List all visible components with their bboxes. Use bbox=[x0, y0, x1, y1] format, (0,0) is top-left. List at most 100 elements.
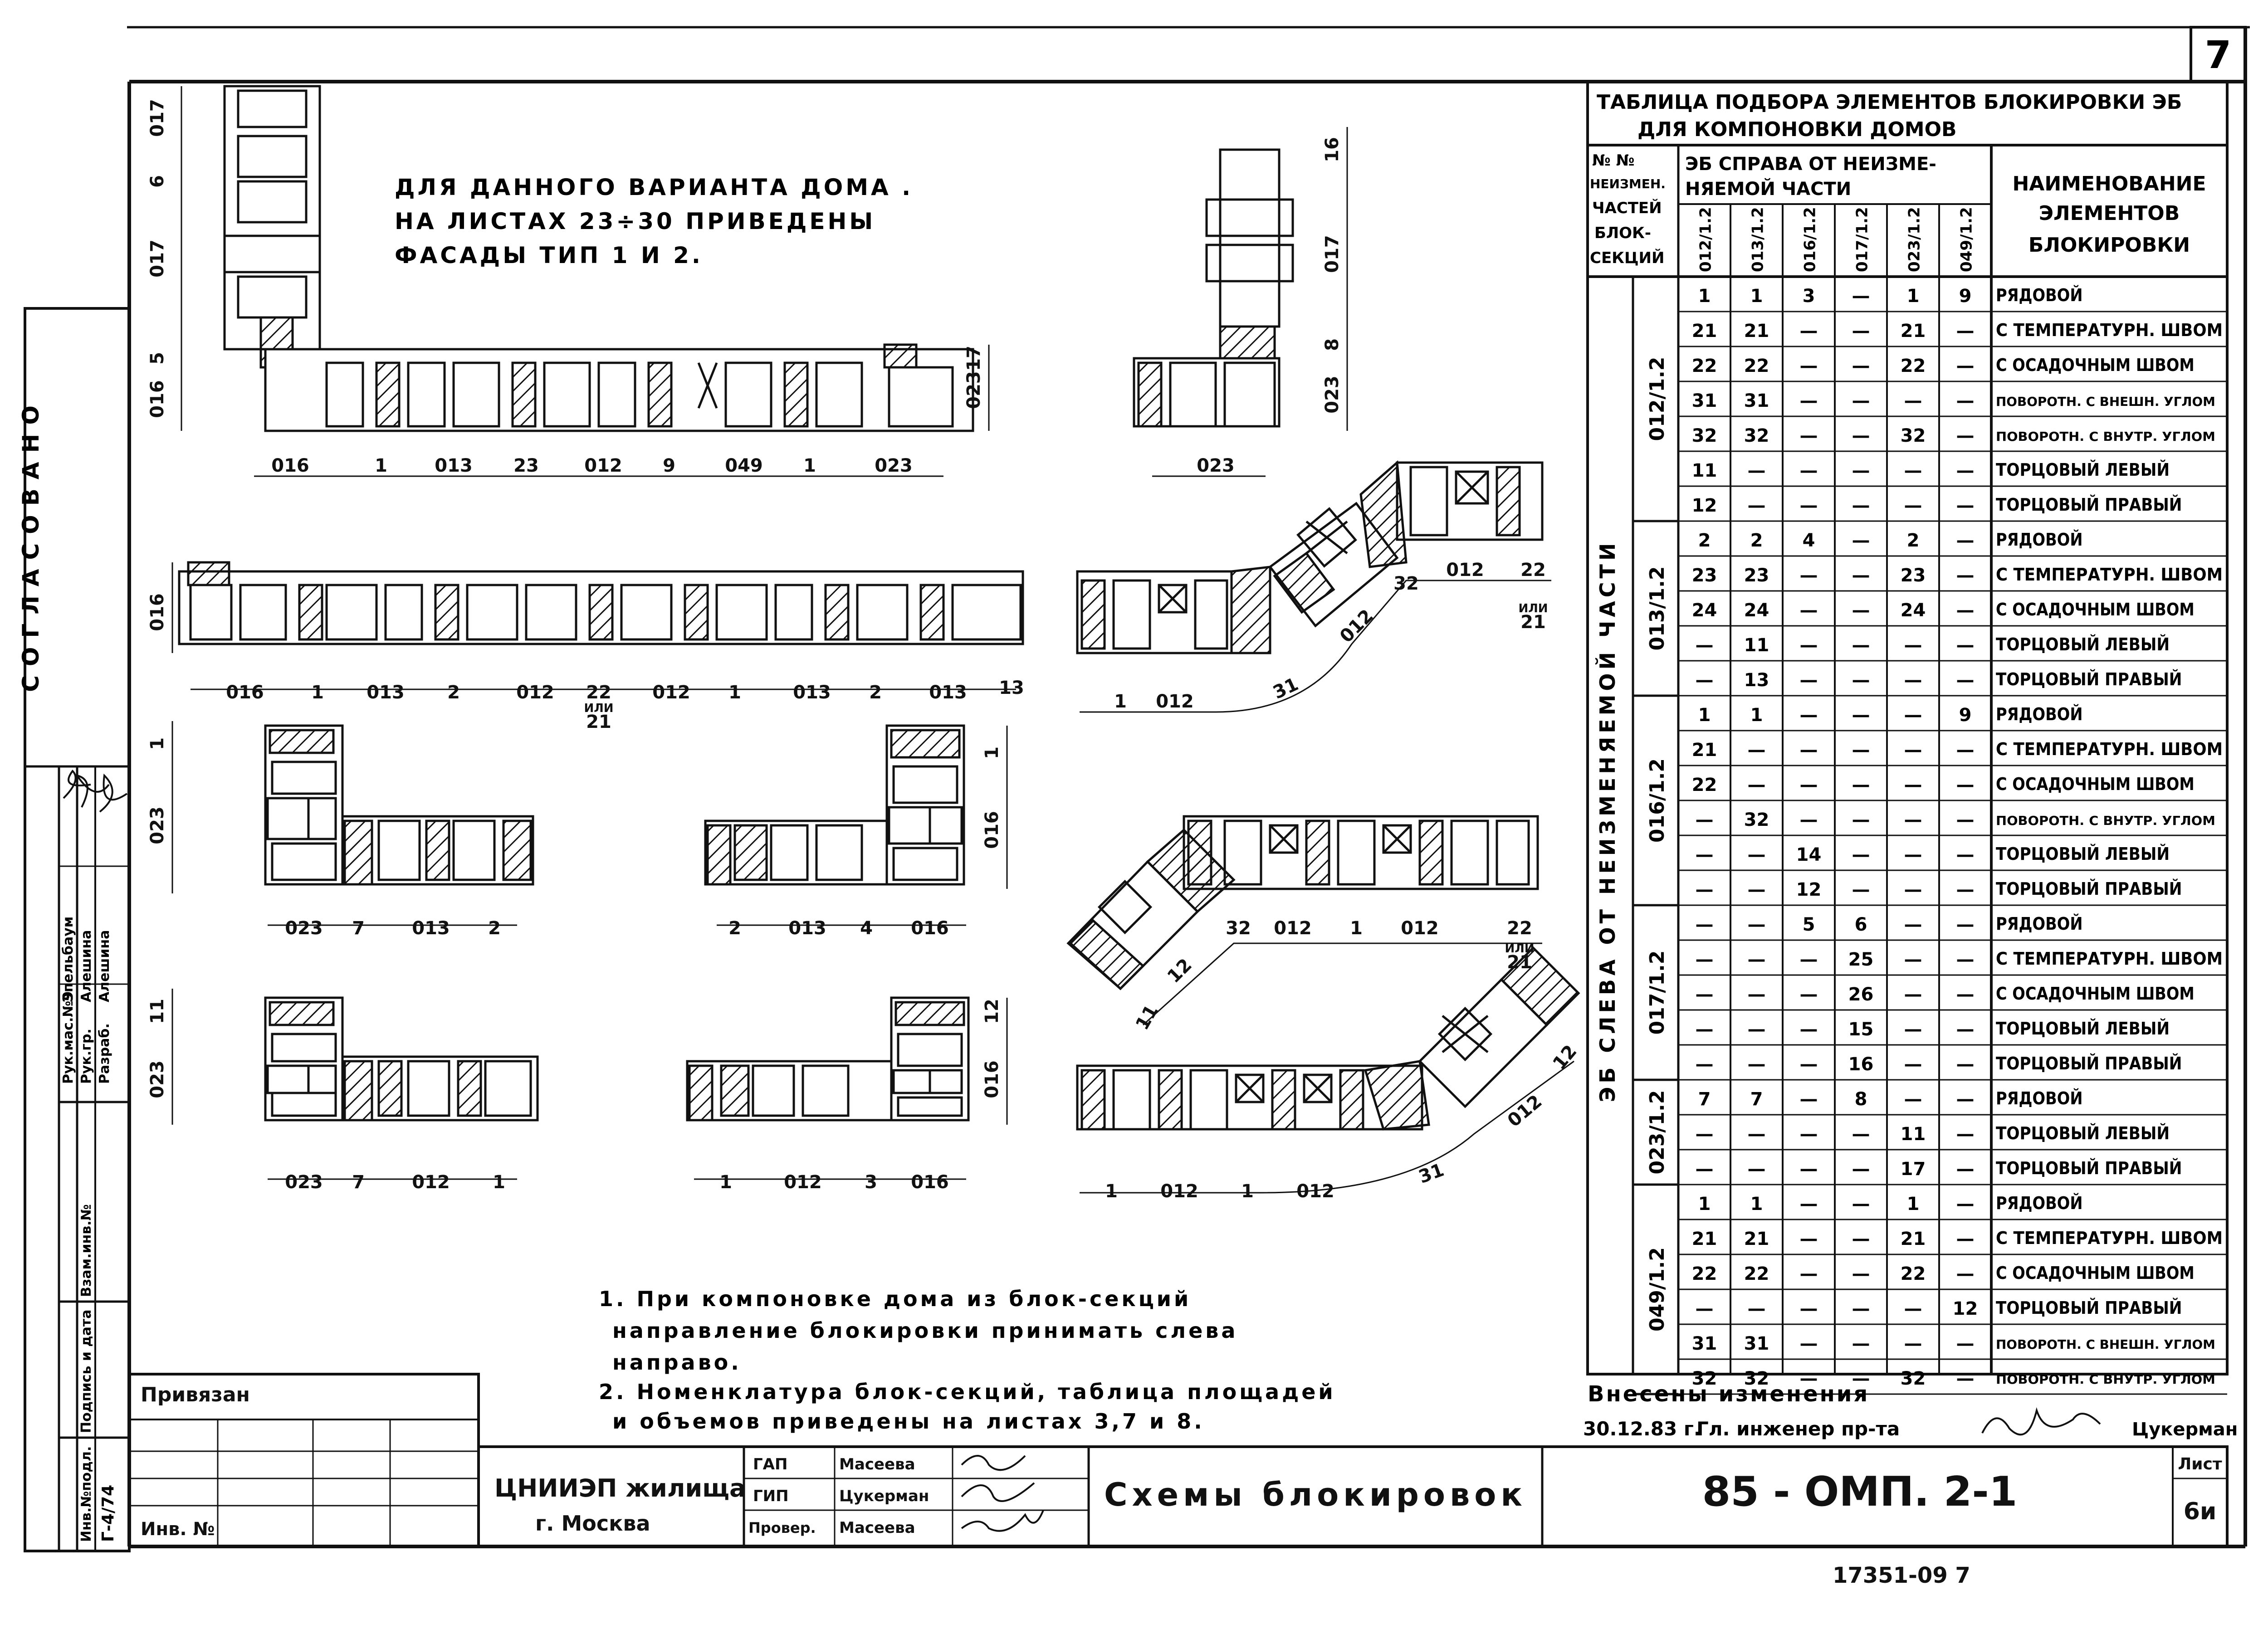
table-cell: 31 bbox=[1744, 1333, 1769, 1354]
table-cell: — bbox=[1956, 356, 1975, 376]
table-cell: — bbox=[1696, 844, 1714, 865]
table-cell: — bbox=[1852, 495, 1870, 516]
changes-chief-name: Цукерман bbox=[2132, 1419, 2238, 1440]
table-cell: — bbox=[1956, 600, 1975, 621]
notes: 1. При компоновке дома из блок-секций на… bbox=[599, 1287, 1333, 1434]
role-3-name: Масеева bbox=[839, 1519, 915, 1537]
table-cell: 9 bbox=[1959, 705, 1972, 726]
role-1: ГАП bbox=[753, 1455, 787, 1473]
table-cell: — bbox=[1852, 600, 1870, 621]
table-cell: — bbox=[1800, 356, 1818, 376]
table-cell: — bbox=[1852, 705, 1870, 726]
table-cell: — bbox=[1800, 390, 1818, 411]
element-name: С ОСАДОЧНЫМ ШВОМ bbox=[1996, 600, 2195, 619]
element-name: РЯДОВОЙ bbox=[1996, 914, 2083, 934]
approver-1-name: Эпельбаум bbox=[60, 917, 76, 1002]
table-title-1: ТАБЛИЦА ПОДБОРА ЭЛЕМЕНТОВ БЛОКИРОВКИ ЭБ bbox=[1597, 91, 2182, 114]
role-3: Провер. bbox=[748, 1519, 816, 1536]
element-name: РЯДОВОЙ bbox=[1996, 1193, 2083, 1213]
d9-label-3: 3 bbox=[865, 1172, 877, 1193]
element-name: С ОСАДОЧНЫМ ШВОМ bbox=[1996, 774, 2195, 794]
table-cell: — bbox=[1956, 495, 1975, 516]
table-cell: — bbox=[1748, 1124, 1766, 1145]
changes-note: Внесены изменения 30.12.83 г. Гл. инжене… bbox=[1583, 1381, 2238, 1440]
d3-label-4: 2 bbox=[447, 682, 460, 703]
diagram-9 bbox=[686, 996, 1008, 1180]
table-cell: — bbox=[1904, 495, 1922, 516]
table-cell: — bbox=[1696, 1054, 1714, 1075]
element-name: ПОВОРОТН. С ВНЕШН. УГЛОМ bbox=[1996, 1337, 2215, 1352]
element-name: ПОВОРОТН. С ВНУТР. УГЛОМ bbox=[1996, 429, 2215, 444]
table-cell: 22 bbox=[1901, 356, 1926, 376]
d9-vert-2: 016 bbox=[982, 1060, 1002, 1098]
left-approval-strip bbox=[24, 307, 131, 1552]
d7-label-1: 11 bbox=[1132, 1001, 1163, 1034]
diagram-5 bbox=[171, 721, 534, 926]
d3-label-11: 013 bbox=[929, 682, 967, 703]
table-cell: — bbox=[1696, 1159, 1714, 1180]
table-cell: 21 bbox=[1692, 321, 1717, 341]
table-cell: — bbox=[1800, 949, 1818, 970]
table-cell: — bbox=[1904, 460, 1922, 481]
table-cell: — bbox=[1956, 321, 1975, 341]
table-cell: — bbox=[1800, 670, 1818, 691]
table-cell: 1 bbox=[1750, 286, 1763, 307]
element-name: ТОРЦОВЫЙ ЛЕВЫЙ bbox=[1996, 460, 2170, 480]
table-cell: — bbox=[1852, 1124, 1870, 1145]
d10-label-7: 12 bbox=[1549, 1041, 1581, 1074]
d1-vert-2: 6 bbox=[147, 175, 168, 188]
table-cell: 22 bbox=[1901, 1263, 1926, 1284]
table-cell: — bbox=[1956, 914, 1975, 935]
element-name: С ОСАДОЧНЫМ ШВОМ bbox=[1996, 1263, 2195, 1283]
project-code: 85 - ОМП. 2-1 bbox=[1702, 1468, 2018, 1516]
group-label: 017/1.2 bbox=[1646, 951, 1669, 1035]
d3-vert-1: 016 bbox=[147, 593, 168, 631]
table-cell: — bbox=[1904, 1333, 1922, 1354]
title-signatures bbox=[961, 1455, 1044, 1532]
group-label: 049/1.2 bbox=[1646, 1247, 1669, 1332]
d10-label-1: 1 bbox=[1105, 1181, 1118, 1202]
col-head: 023/1.2 bbox=[1906, 207, 1924, 272]
table-cell: — bbox=[1956, 740, 1975, 761]
table-cell: — bbox=[1800, 495, 1818, 516]
d3-sub-1: ИЛИ bbox=[584, 702, 613, 715]
table-cell: — bbox=[1800, 1124, 1818, 1145]
table-cell: 12 bbox=[1796, 879, 1822, 900]
table-cell: — bbox=[1852, 1194, 1870, 1215]
table-cell: 24 bbox=[1692, 600, 1717, 621]
element-name: С ОСАДОЧНЫМ ШВОМ bbox=[1996, 355, 2195, 375]
d5-vert-2: 023 bbox=[147, 806, 168, 844]
d4-label-4: 012 bbox=[1336, 605, 1378, 647]
table-cell: — bbox=[1800, 1298, 1818, 1319]
d1-label-7: 049 bbox=[725, 455, 763, 476]
d4-label-1: 1 bbox=[1114, 691, 1127, 712]
table-cell: — bbox=[1800, 460, 1818, 481]
element-name: ТОРЦОВЫЙ ЛЕВЫЙ bbox=[1996, 844, 2170, 864]
table-cell: 8 bbox=[1855, 1089, 1867, 1110]
element-name: С ТЕМПЕРАТУРН. ШВОМ bbox=[1996, 320, 2223, 340]
sign-date-label: Подпись и дата bbox=[78, 1310, 94, 1433]
table-cell: — bbox=[1800, 810, 1818, 830]
d3-label-9: 013 bbox=[793, 682, 831, 703]
d7-label-7: 22 bbox=[1507, 918, 1532, 939]
d1-vert-3: 017 bbox=[147, 239, 168, 278]
table-cell: — bbox=[1748, 775, 1766, 795]
agreed-label: СОГЛАСОВАНО bbox=[18, 396, 44, 692]
table-cell: — bbox=[1696, 1124, 1714, 1145]
element-name: ТОРЦОВЫЙ ЛЕВЫЙ bbox=[1996, 634, 2170, 654]
diagram-4 bbox=[1076, 460, 1551, 713]
table-cell: — bbox=[1904, 1089, 1922, 1110]
d4-sub-1: ИЛИ bbox=[1518, 602, 1548, 615]
table-cell: — bbox=[1904, 1019, 1922, 1040]
d2-vert-2: 017 bbox=[1322, 235, 1343, 273]
d1-label-5: 012 bbox=[584, 455, 622, 476]
table-cell: — bbox=[1800, 775, 1818, 795]
table-cell: — bbox=[1904, 705, 1922, 726]
table-cell: — bbox=[1800, 1194, 1818, 1215]
table-cell: 5 bbox=[1803, 914, 1815, 935]
role-2-name: Цукерман bbox=[839, 1487, 929, 1505]
element-name: ПОВОРОТН. С ВНЕШН. УГЛОМ bbox=[1996, 394, 2215, 409]
role-1-name: Масеева bbox=[839, 1455, 915, 1473]
table-cell: — bbox=[1852, 670, 1870, 691]
table-cell: — bbox=[1852, 565, 1870, 586]
